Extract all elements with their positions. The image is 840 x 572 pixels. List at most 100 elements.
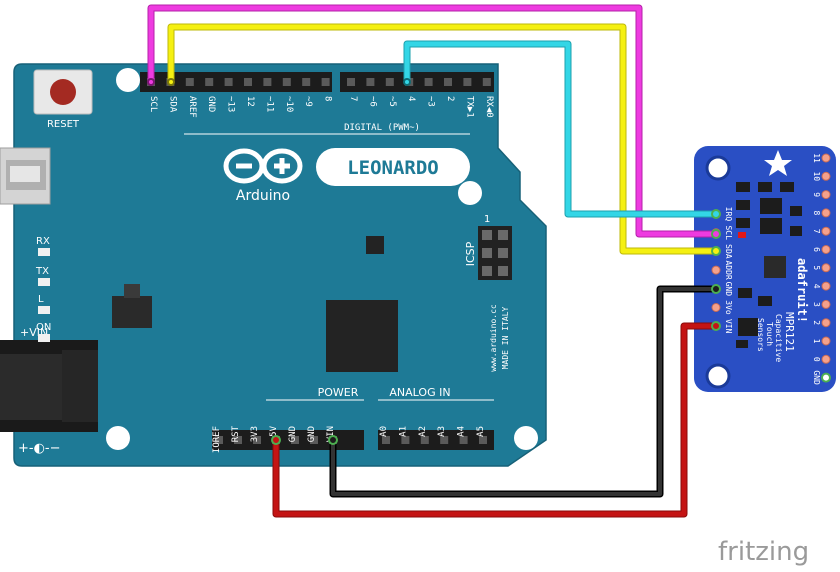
digital-header-label: DIGITAL (PWM~) <box>344 123 420 133</box>
digital-pin-12[interactable] <box>244 78 252 86</box>
mpr121-right-pin-9[interactable] <box>821 190 831 200</box>
wire-gnd-core <box>331 287 716 496</box>
digital-label-4: 4 <box>406 96 416 101</box>
reset-button[interactable] <box>33 69 93 115</box>
analog-pin-a3[interactable] <box>440 436 449 444</box>
power-pin-3v3[interactable] <box>253 436 261 444</box>
digital-pin-13[interactable] <box>224 78 233 86</box>
wire-endpoints <box>147 78 721 445</box>
digital-pin-9[interactable] <box>302 78 311 86</box>
mpr121-brand: adafruit! <box>795 258 809 323</box>
mpr121-subtitle-line-2: Touch <box>765 322 774 346</box>
mpr121-left-pin-addr[interactable] <box>711 265 721 275</box>
power-label-rst: RST <box>231 425 241 442</box>
website-text: www.arduino.cc <box>489 304 498 372</box>
digital-pin-aref[interactable] <box>185 78 194 86</box>
mpr121-right-pin-3[interactable] <box>821 299 831 309</box>
analog-pin-a1[interactable] <box>401 436 410 444</box>
mounting-hole <box>705 363 731 389</box>
mpr121-right-label-8: 8 <box>812 210 821 215</box>
polarity-symbol: +-◐-− <box>18 441 61 456</box>
mounting-hole <box>116 68 140 92</box>
mpr121-right-pin-2[interactable] <box>821 318 831 328</box>
mpr121-right-pin-11[interactable] <box>821 153 831 163</box>
power-pin-ioref[interactable] <box>215 436 223 444</box>
digital-label-10: ~10 <box>284 96 294 112</box>
fritzing-watermark: fritzing <box>718 537 809 567</box>
mpr121-right-pin-7[interactable] <box>821 226 831 236</box>
digital-pin-rx-0[interactable] <box>482 78 491 86</box>
mpr121-right-label-1: 1 <box>812 339 821 344</box>
power-label-gnd: GND <box>307 426 317 442</box>
mpr121-left-label-addr: ADDR <box>724 260 733 279</box>
analog-pin-a0[interactable] <box>382 436 390 444</box>
digital-label-2: 2 <box>445 96 455 101</box>
power-pin-gnd[interactable] <box>310 436 318 444</box>
digital-label-scl: SCL <box>148 96 158 112</box>
status-leds: RX TX L ON <box>35 236 51 342</box>
power-label-5v: 5V <box>269 425 279 436</box>
digital-label-8: 8 <box>323 96 333 101</box>
mpr121-right-pin-0[interactable] <box>821 354 831 364</box>
mpr121-right-pin-5[interactable] <box>821 263 831 273</box>
model-badge <box>316 148 470 186</box>
digital-label-sda: SDA <box>167 96 177 113</box>
power-pin-rst[interactable] <box>234 436 242 444</box>
analog-pin-a4[interactable] <box>459 436 468 444</box>
mpr121-right-label-4: 4 <box>812 284 821 289</box>
mpr121-right-pin-4[interactable] <box>821 281 831 291</box>
digital-pin-7[interactable] <box>347 78 355 86</box>
digital-label-3: ~3 <box>426 96 436 107</box>
digital-pin-8[interactable] <box>321 78 330 86</box>
mpr121-right-pin-8[interactable] <box>821 208 831 218</box>
mpr121-left-label-gnd: GND <box>724 282 733 297</box>
analog-label-a0: A0 <box>379 426 389 437</box>
digital-pin-3[interactable] <box>424 78 433 86</box>
mpr121-right-pin-1[interactable] <box>821 336 831 346</box>
small-chip <box>366 236 384 254</box>
mpr121-right-pin-gnd[interactable] <box>821 372 831 383</box>
led-on <box>38 334 50 342</box>
digital-pin-10[interactable] <box>282 78 291 86</box>
power-pin-gnd[interactable] <box>291 436 299 444</box>
mpr121-right-pin-10[interactable] <box>821 171 831 181</box>
model-name: LEONARDO <box>347 157 439 179</box>
digital-label-13: ~13 <box>226 96 236 112</box>
digital-pin-tx-1[interactable] <box>463 78 472 86</box>
led-rx <box>38 248 50 256</box>
digital-label-rx-0: RX◀0 <box>484 96 494 118</box>
digital-label-12: 12 <box>245 96 255 107</box>
mounting-hole <box>705 155 731 181</box>
mpr121-right-pin-6[interactable] <box>821 245 831 254</box>
analog-label-a2: A2 <box>418 426 428 437</box>
mpr121-left-pin-3vo[interactable] <box>711 303 721 312</box>
digital-label-11: ~11 <box>264 96 274 112</box>
analog-pin-a5[interactable] <box>479 436 487 444</box>
usb-connector <box>0 147 51 205</box>
mpr121-right-label-10: 10 <box>812 171 821 181</box>
led-label-l: L <box>38 294 44 305</box>
analog-header-label: ANALOG IN <box>389 386 450 399</box>
digital-pin-gnd[interactable] <box>205 78 214 86</box>
analog-label-a5: A5 <box>476 426 486 437</box>
arduino-logo-icon <box>223 148 303 184</box>
arduino-leonardo-board: RESET +VIN +-◐-− <box>0 63 547 467</box>
voltage-regulator <box>112 284 152 328</box>
mpr121-subtitle-line-3: Sensors <box>756 318 765 352</box>
digital-pin-11[interactable] <box>263 78 272 86</box>
digital-pin-5[interactable] <box>385 78 394 86</box>
mpr121-left-label-irq: IRQ <box>724 207 733 222</box>
power-header-label: POWER <box>318 386 359 399</box>
digital-label-5: ~5 <box>387 96 397 107</box>
analog-label-a1: A1 <box>398 426 408 437</box>
analog-pin-a2[interactable] <box>420 436 429 444</box>
digital-pin-2[interactable] <box>444 78 452 86</box>
wire-scl-core <box>148 5 716 237</box>
analog-label-a4: A4 <box>457 426 467 437</box>
made-in-text: MADE IN ITALY <box>501 307 510 370</box>
digital-pin-6[interactable] <box>366 78 375 86</box>
